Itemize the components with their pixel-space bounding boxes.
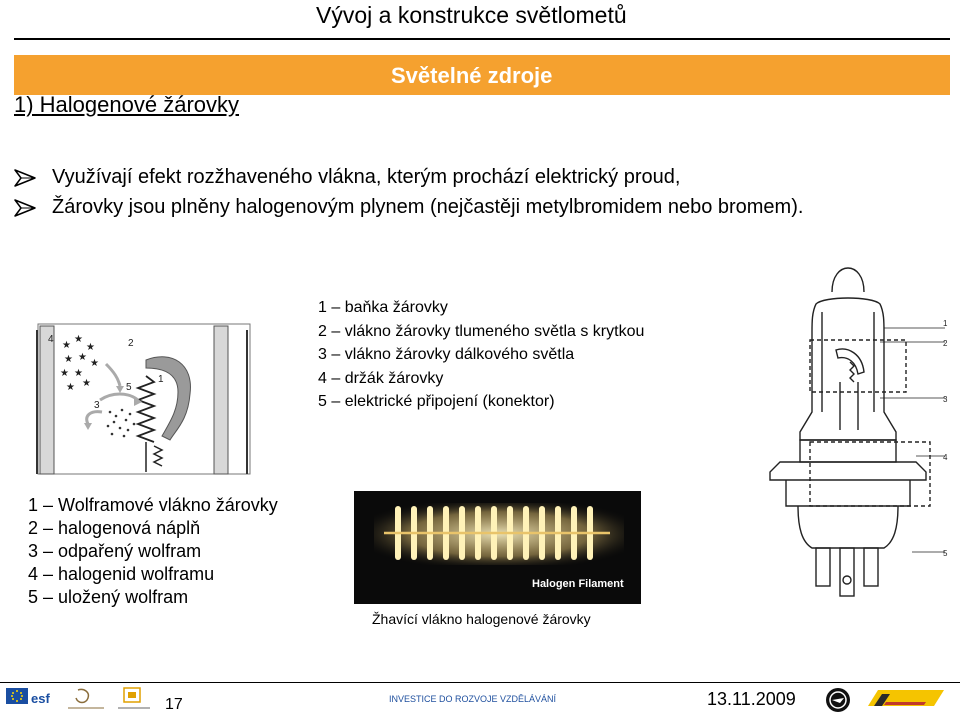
header-divider [14, 38, 950, 40]
svg-text:★: ★ [86, 342, 95, 353]
svg-text:★: ★ [74, 334, 83, 345]
photo-label: Halogen Filament [532, 578, 624, 590]
esf-logo-icon: esf [6, 688, 50, 706]
svg-text:★: ★ [66, 382, 75, 393]
legend-item: 4 – halogenid wolframu [28, 564, 215, 584]
bulb-callout: 1 [943, 319, 948, 328]
page-number: 17 [165, 696, 183, 713]
bullet-item: Využívají efekt rozžhaveného vlákna, kte… [14, 166, 680, 189]
skoda-logo-icon [826, 688, 850, 712]
arrow-bullet-icon [14, 198, 36, 217]
svg-text:★: ★ [74, 368, 83, 379]
svg-text:★: ★ [62, 340, 71, 351]
legend-item: 1 – baňka žárovky [318, 299, 448, 316]
legend-item: 2 – halogenová náplň [28, 518, 201, 538]
op-logo-icon [118, 687, 150, 709]
title-bar [14, 55, 950, 95]
glowing-filament-image [374, 503, 624, 565]
bullet-text: Žárovky jsou plněny halogenovým plynem (… [52, 196, 804, 218]
bulb-callout: 5 [943, 549, 948, 558]
footer-date: 13.11.2009 [707, 689, 796, 709]
legend-item: 5 – elektrické připojení (konektor) [318, 393, 555, 410]
svg-text:★: ★ [78, 352, 87, 363]
bullet-text: Využívají efekt rozžhaveného vlákna, kte… [52, 166, 681, 188]
legend-item: 3 – odpařený wolfram [28, 541, 202, 561]
svg-text:esf: esf [31, 691, 50, 706]
bulb-callout: 3 [943, 395, 948, 404]
bulb-legend: 1 – baňka žárovky 2 – vlákno žárovky tlu… [318, 296, 644, 414]
arrow-bullet-icon [14, 168, 36, 187]
svg-text:★: ★ [60, 368, 69, 379]
footer-investice-text: INVESTICE DO ROZVOJE VZDĚLÁVÁNÍ [389, 694, 557, 704]
footer-divider [0, 682, 960, 683]
cycle-label: 3 [94, 400, 100, 411]
cycle-legend: 1 – Wolframové vlákno žárovky 2 – haloge… [28, 494, 278, 609]
cycle-label: 1 [158, 374, 164, 385]
section-heading: 1) Halogenové žárovky [14, 92, 240, 117]
msmt-logo-icon [68, 688, 104, 709]
legend-item: 1 – Wolframové vlákno žárovky [28, 495, 278, 515]
legend-item: 5 – uložený wolfram [28, 587, 189, 607]
slide-title: Světelné zdroje [391, 63, 553, 88]
halogen-cycle-diagram: ★★★ ★★★ ★★★ ★ 4 2 3 5 1 [36, 323, 251, 475]
legend-item: 2 – vlákno žárovky tlumeného světla s kr… [318, 322, 645, 340]
cycle-label: 2 [128, 338, 134, 349]
legend-item: 3 – vlákno žárovky dálkového světla [318, 346, 575, 363]
cycle-label: 4 [48, 334, 54, 345]
bulb-callout: 4 [943, 453, 948, 462]
bullet-item: Žárovky jsou plněny halogenovým plynem (… [14, 196, 803, 219]
filament-photo [354, 491, 641, 604]
slide-header-title: Vývoj a konstrukce světlometů [316, 2, 627, 28]
bulb-callout: 2 [943, 339, 948, 348]
svg-text:★: ★ [64, 354, 73, 365]
halogen-bulb-drawing: 1 2 3 4 5 [769, 267, 948, 597]
svg-text:★: ★ [82, 378, 91, 389]
svg-text:★: ★ [90, 358, 99, 369]
cycle-label: 5 [126, 382, 132, 393]
in-techa-logo-icon [868, 690, 944, 706]
photo-caption: Žhavící vlákno halogenové žárovky [372, 611, 591, 627]
legend-item: 4 – držák žárovky [318, 369, 444, 387]
